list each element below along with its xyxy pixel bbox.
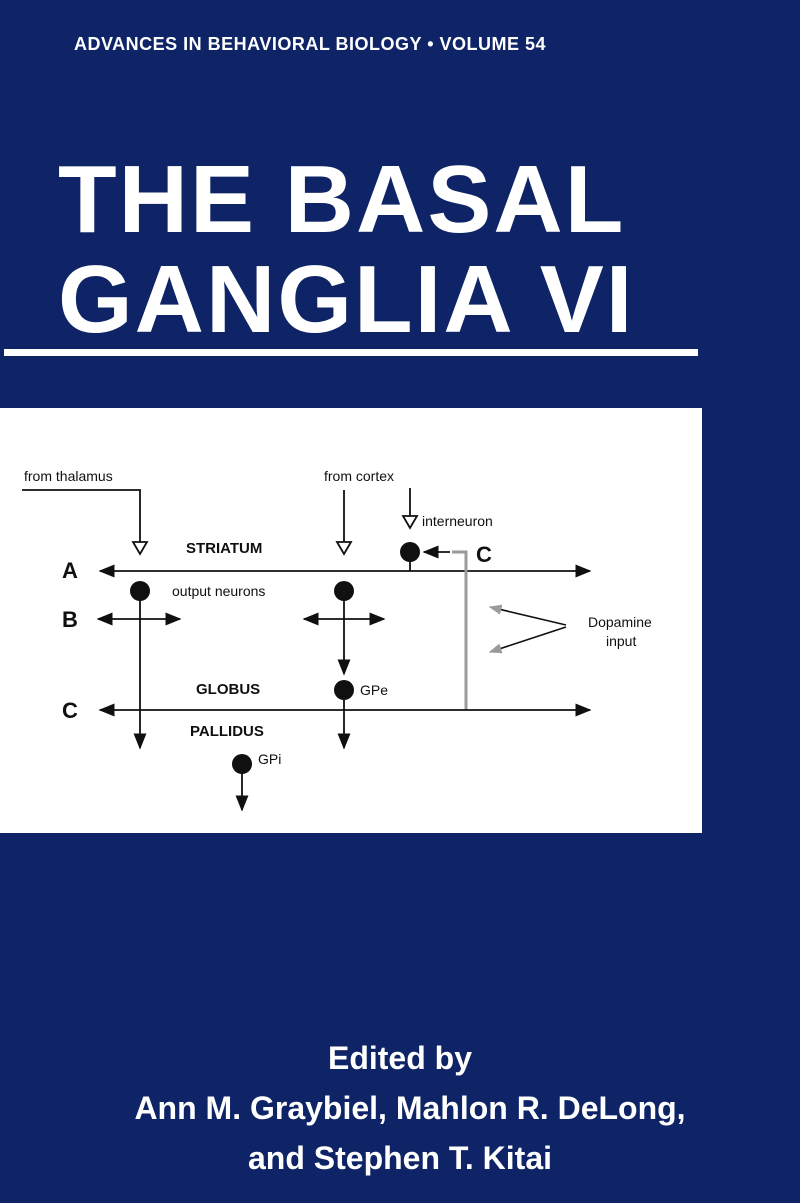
series-title: ADVANCES IN BEHAVIORAL BIOLOGY • VOLUME … <box>74 34 547 54</box>
interneuron-cell-icon <box>400 542 420 562</box>
output-neuron-right-icon <box>334 581 354 601</box>
cortex-synapse-icon <box>335 541 353 556</box>
thalamus-input-line <box>22 489 141 542</box>
interneuron-label: interneuron <box>422 513 493 529</box>
editors-line-1: Ann M. Graybiel, Mahlon R. DeLong, <box>134 1090 686 1126</box>
from-cortex-label: from cortex <box>324 468 394 484</box>
from-thalamus-label: from thalamus <box>24 468 113 484</box>
dopamine-label: Dopamine <box>588 614 652 630</box>
book-title-line-2: GANGLIA VI <box>58 246 635 353</box>
circuit-diagram-svg: from thalamus from cortex interneuron C … <box>22 468 652 812</box>
basal-ganglia-diagram: from thalamus from cortex interneuron C … <box>0 408 702 833</box>
thalamus-synapse-icon <box>131 541 149 556</box>
interneuron-synapse-icon <box>401 515 419 530</box>
gpi-label: GPi <box>258 751 281 767</box>
label-a: A <box>62 558 78 583</box>
gpe-label: GPe <box>360 682 388 698</box>
dopamine-arrow-lower <box>488 626 567 654</box>
striatum-label: STRIATUM <box>186 540 262 557</box>
output-neurons-label: output neurons <box>172 583 265 599</box>
output-neuron-left-icon <box>130 581 150 601</box>
label-c-right: C <box>476 542 492 567</box>
gpi-cell-icon <box>232 754 252 774</box>
globus-label: GLOBUS <box>196 681 260 698</box>
gpe-cell-icon <box>334 680 354 700</box>
label-c-left: C <box>62 698 78 723</box>
dopamine-arrow-upper <box>488 604 567 626</box>
title-divider <box>4 349 698 356</box>
feedback-loop-line <box>452 550 468 710</box>
label-b: B <box>62 607 78 632</box>
editors-line-2: and Stephen T. Kitai <box>247 1140 553 1176</box>
pallidus-label: PALLIDUS <box>190 723 264 740</box>
book-title-line-1: THE BASAL <box>58 146 626 253</box>
edited-by-label: Edited by <box>327 1040 472 1076</box>
input-label: input <box>606 633 636 649</box>
